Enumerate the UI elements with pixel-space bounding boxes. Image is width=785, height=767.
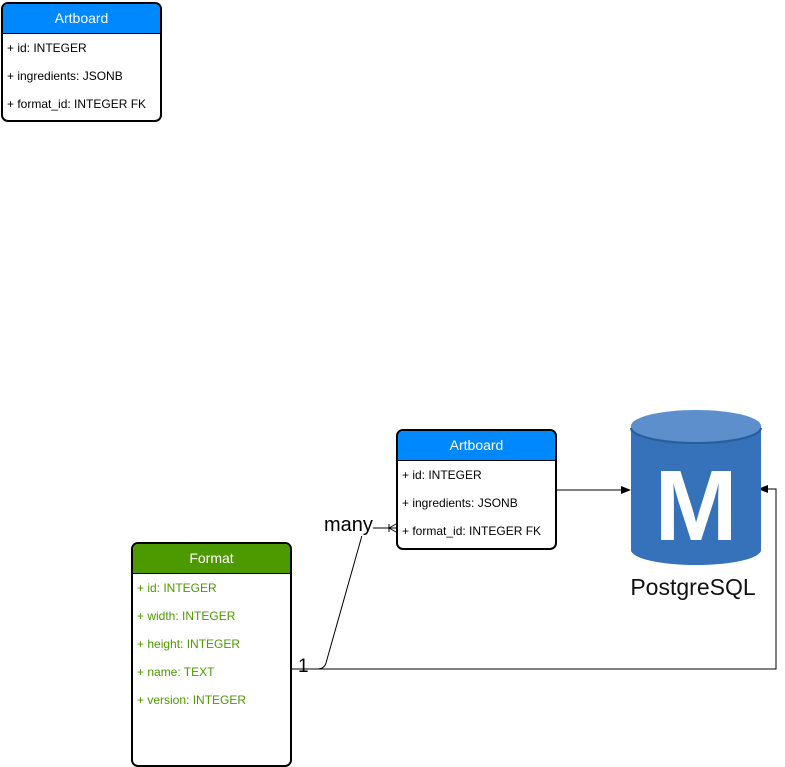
attribute-name[interactable]: + name: TEXT: [137, 665, 215, 679]
attribute-width[interactable]: + width: INTEGER: [137, 609, 236, 623]
attribute-ingredients[interactable]: + ingredients: JSONB: [7, 69, 123, 83]
artboard-entity[interactable]: Artboard + id: INTEGER + ingredients: JS…: [396, 429, 557, 550]
crows-foot-icon: [388, 523, 397, 533]
attribute-id[interactable]: + id: INTEGER: [7, 41, 87, 55]
attribute-list: + id: INTEGER + ingredients: JSONB + for…: [398, 461, 555, 545]
format-artboard-relationship-line[interactable]: [292, 527, 396, 670]
cardinality-many-label: many: [324, 514, 373, 536]
attribute-version[interactable]: + version: INTEGER: [137, 693, 247, 707]
entity-title: Artboard: [398, 431, 555, 461]
database-letter: M: [654, 450, 737, 562]
attribute-id[interactable]: + id: INTEGER: [137, 581, 217, 595]
attribute-format-id[interactable]: + format_id: INTEGER FK: [7, 97, 147, 111]
attribute-ingredients[interactable]: + ingredients: JSONB: [402, 496, 518, 510]
entity-title: Format: [133, 544, 290, 574]
artboard-entity-top[interactable]: Artboard + id: INTEGER + ingredients: JS…: [1, 2, 162, 122]
attribute-id[interactable]: + id: INTEGER: [402, 468, 482, 482]
attribute-list: + id: INTEGER + ingredients: JSONB + for…: [3, 34, 160, 118]
cardinality-one-label: 1: [298, 656, 309, 677]
entity-title: Artboard: [3, 4, 160, 34]
format-entity[interactable]: Format + id: INTEGER + width: INTEGER + …: [131, 542, 292, 767]
database-label: PostgreSQL: [630, 574, 756, 600]
attribute-list: + id: INTEGER + width: INTEGER + height:…: [133, 574, 290, 714]
format-to-db-connector[interactable]: [292, 485, 777, 670]
attribute-format-id[interactable]: + format_id: INTEGER FK: [402, 524, 542, 538]
attribute-height[interactable]: + height: INTEGER: [137, 637, 241, 651]
database-cylinder-icon[interactable]: M: [630, 410, 762, 565]
